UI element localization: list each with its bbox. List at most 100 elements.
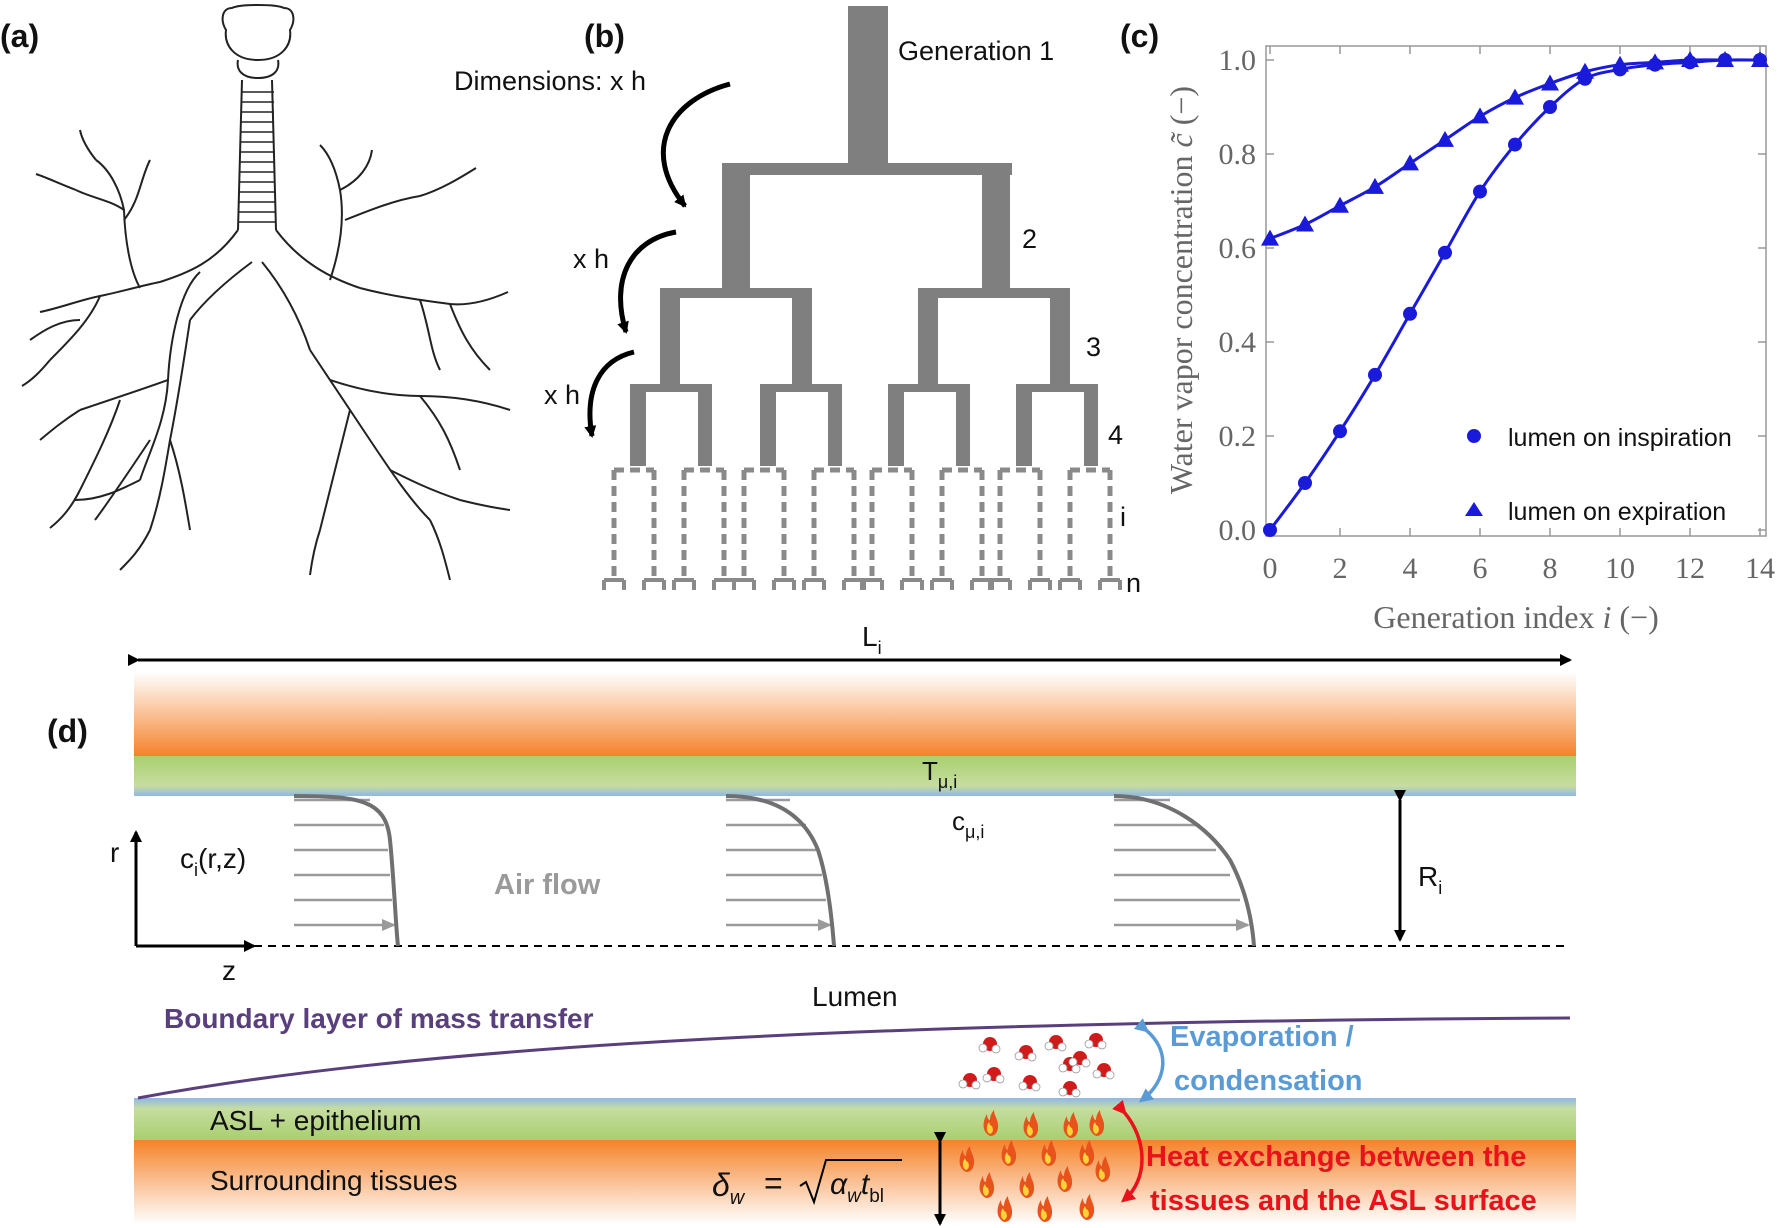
data-point-expiration bbox=[1471, 107, 1489, 124]
data-point-inspiration bbox=[1438, 245, 1452, 260]
heat-label-line1: Heat exchange between the bbox=[1146, 1141, 1526, 1173]
chart-y-axis-label: Water vapor concentration c̃ (−) bbox=[1163, 86, 1199, 494]
data-point-inspiration bbox=[1263, 523, 1277, 537]
x-tick-label: 8 bbox=[1543, 552, 1558, 585]
y-tick-label: 0.0 bbox=[1219, 514, 1257, 547]
data-point-expiration bbox=[1611, 55, 1629, 72]
data-point-expiration bbox=[1296, 215, 1314, 232]
chart-series bbox=[1261, 51, 1769, 537]
concentration-field-label: ci(r,z) bbox=[180, 843, 246, 880]
z-axis-label: z bbox=[222, 955, 236, 986]
label-gen-3: 3 bbox=[1086, 332, 1101, 362]
x-tick-label: 10 bbox=[1605, 552, 1635, 585]
air-flow-label: Air flow bbox=[494, 869, 601, 901]
heat-exchange-arrow bbox=[1112, 1099, 1144, 1203]
heat-label-line2: tissues and the ASL surface bbox=[1150, 1185, 1537, 1217]
chart-legend: lumen on inspiration lumen on expiration bbox=[1465, 424, 1732, 526]
label-gen-4: 4 bbox=[1108, 420, 1123, 450]
data-point-expiration bbox=[1541, 74, 1559, 91]
branching-tree-diagram bbox=[630, 6, 1098, 466]
label-generation-1: Generation 1 bbox=[898, 36, 1054, 66]
wall-concentration-label: cμ,i bbox=[952, 806, 984, 842]
evaporation-arrow bbox=[1133, 1018, 1165, 1103]
data-point-inspiration bbox=[1368, 367, 1382, 382]
data-point-inspiration bbox=[1403, 306, 1417, 321]
panel-label-a: (a) bbox=[0, 18, 39, 54]
wall-temperature-label: Tμ,i bbox=[922, 756, 957, 792]
y-tick-label: 1.0 bbox=[1219, 44, 1257, 77]
legend-label-expiration: lumen on expiration bbox=[1508, 498, 1726, 526]
y-tick-label: 0.4 bbox=[1219, 326, 1257, 359]
boundary-layer-curve bbox=[137, 1016, 1571, 1100]
panel-label-d: (d) bbox=[47, 713, 88, 749]
series-line-inspiration bbox=[1268, 58, 1761, 531]
evaporation-label-line1: Evaporation / bbox=[1170, 1021, 1354, 1053]
x-tick-label: 0 bbox=[1263, 552, 1278, 585]
x-tick-label: 14 bbox=[1745, 552, 1775, 585]
x-tick-label: 2 bbox=[1333, 552, 1348, 585]
lower-tissue-layer bbox=[134, 1140, 1576, 1224]
data-point-expiration bbox=[1366, 177, 1384, 194]
data-point-expiration bbox=[1681, 51, 1699, 67]
y-tick-label: 0.2 bbox=[1219, 420, 1257, 453]
radius-label: Ri bbox=[1418, 861, 1442, 898]
equation-rhs: αwtbl bbox=[830, 1168, 884, 1207]
dimension-arrows bbox=[584, 81, 731, 438]
data-point-expiration bbox=[1716, 51, 1734, 67]
x-tick-label: 6 bbox=[1473, 552, 1488, 585]
x-tick-label: 4 bbox=[1403, 552, 1418, 585]
data-point-expiration bbox=[1506, 88, 1524, 105]
x-tick-label: 12 bbox=[1675, 552, 1705, 585]
equation-lhs: δw bbox=[712, 1167, 746, 1209]
data-point-inspiration bbox=[1298, 476, 1312, 490]
water-molecules bbox=[958, 1032, 1115, 1098]
lower-asl-layer bbox=[134, 1098, 1576, 1140]
legend-marker-expiration bbox=[1465, 502, 1483, 516]
chart-ticks: 0 2 4 6 8 10 12 14 0.0 0.2 0.4 0.6 0.8 1.0 bbox=[1219, 44, 1776, 585]
chart: 0 2 4 6 8 10 12 14 0.0 0.2 0.4 0.6 0.8 1.0 Generation… bbox=[1163, 44, 1775, 635]
length-label: Li bbox=[862, 621, 882, 658]
data-point-inspiration bbox=[1473, 184, 1487, 199]
label-xh-2: x h bbox=[544, 380, 580, 410]
airway-tree-illustration bbox=[21, 4, 511, 581]
dashed-deeper-generations bbox=[611, 467, 1113, 580]
legend-label-inspiration: lumen on inspiration bbox=[1508, 424, 1732, 452]
data-point-expiration bbox=[1401, 154, 1419, 171]
panel-label-c: (c) bbox=[1120, 18, 1159, 54]
data-point-expiration bbox=[1436, 130, 1454, 147]
r-axis-label: r bbox=[110, 837, 119, 868]
plot-frame bbox=[1265, 45, 1767, 537]
label-gen-2: 2 bbox=[1022, 224, 1037, 254]
label-gen-n: n bbox=[1126, 568, 1141, 598]
data-point-expiration bbox=[1751, 51, 1769, 67]
velocity-profile-3 bbox=[1113, 794, 1254, 947]
terminal-branches bbox=[602, 578, 1122, 590]
legend-marker-inspiration bbox=[1467, 429, 1481, 443]
data-point-inspiration bbox=[1508, 137, 1522, 152]
label-dimensions: Dimensions: x h bbox=[454, 66, 646, 96]
sqrt-symbol bbox=[799, 1159, 902, 1206]
tissues-label: Surrounding tissues bbox=[210, 1165, 457, 1196]
lumen-label: Lumen bbox=[812, 981, 898, 1012]
y-tick-label: 0.6 bbox=[1219, 232, 1257, 265]
chart-x-axis-label: Generation index i (−) bbox=[1373, 599, 1659, 635]
label-xh-1: x h bbox=[573, 244, 609, 274]
airway-segment: Li Tμ,i cμ,i r z ci(r,z) Air flow bbox=[110, 621, 1576, 1226]
penetration-depth-equation: δw = αwtbl bbox=[712, 1159, 902, 1209]
label-gen-i: i bbox=[1120, 502, 1126, 532]
data-point-expiration bbox=[1261, 229, 1279, 246]
velocity-profile-1 bbox=[293, 794, 398, 947]
data-point-expiration bbox=[1646, 53, 1664, 70]
data-point-inspiration bbox=[1333, 424, 1347, 439]
data-point-inspiration bbox=[1543, 100, 1557, 114]
upper-asl-layer bbox=[134, 756, 1576, 796]
asl-label: ASL + epithelium bbox=[210, 1105, 421, 1136]
panel-label-b: (b) bbox=[584, 18, 625, 54]
data-point-expiration bbox=[1576, 62, 1594, 79]
y-tick-label: 0.8 bbox=[1219, 138, 1257, 171]
equation-equals: = bbox=[764, 1165, 783, 1201]
data-point-expiration bbox=[1331, 196, 1349, 213]
evaporation-label-line2: condensation bbox=[1174, 1065, 1363, 1097]
upper-tissue-layer bbox=[134, 672, 1576, 756]
